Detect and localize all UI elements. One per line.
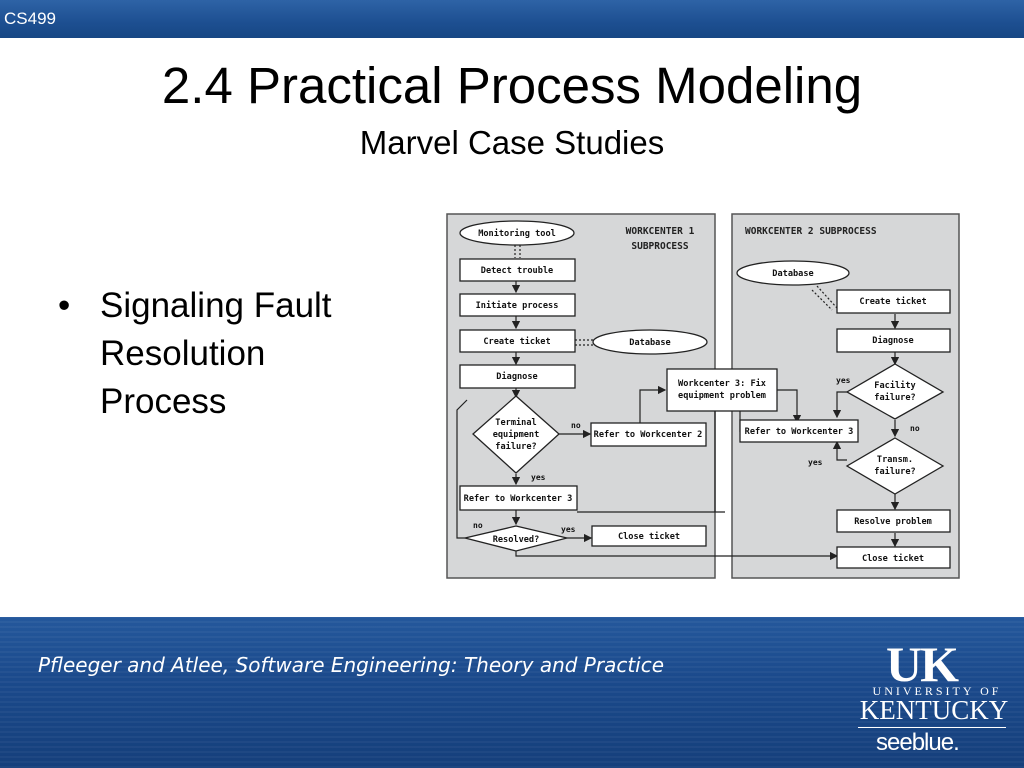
detect-trouble-node (459, 258, 576, 282)
resolve-problem-label: Resolve problem (854, 517, 932, 527)
diagnose-node (459, 364, 576, 389)
close-ticket-label: Close ticket (618, 531, 680, 542)
facility-failure-decision (845, 363, 945, 420)
bullet-dot: • (58, 286, 71, 325)
create-ticket-label-2: Create ticket (859, 296, 926, 307)
close-ticket-label-2: Close ticket (862, 553, 924, 564)
bullet-text: Signaling Fault Resolution Process (100, 286, 332, 421)
facility-label-1: Facility (874, 380, 915, 391)
monitoring-tool-node (459, 220, 575, 246)
terminal-label-2: equipment (493, 429, 540, 440)
seeblue-logo: seeblue. (876, 729, 960, 756)
slide-subtitle: Marvel Case Studies (359, 124, 665, 161)
database-label: Database (629, 338, 670, 348)
initiate-process-node (459, 293, 576, 317)
edge-label-no-terminal: no (571, 421, 581, 430)
resolved-label: Resolved? (493, 535, 540, 545)
facility-label-2: failure? (874, 392, 915, 403)
citation: Pfleeger and Atlee, Software Engineering… (38, 653, 665, 677)
transm-label-2: failure? (874, 466, 915, 477)
database-node-2 (736, 260, 850, 286)
course-code: CS499 (4, 9, 56, 28)
slide-title: 2.4 Practical Process Modeling (161, 57, 863, 114)
uk-logo-university-of: UNIVERSITY OF (872, 684, 1002, 698)
edge-label-yes-resolved: yes (561, 525, 576, 534)
uk-logo-kentucky: KENTUCKY (859, 695, 1009, 725)
database-label-2: Database (772, 269, 813, 279)
edge-label-yes-transm: yes (808, 458, 823, 467)
footer-bar: Pfleeger and Atlee, Software Engineering… (0, 617, 1024, 768)
diagnose-label: Diagnose (496, 371, 537, 382)
uk-logo-mark: UK (886, 636, 959, 692)
create-ticket-node-2 (836, 289, 951, 314)
refer-workcenter-2-node (590, 422, 707, 447)
diagnose-label-2: Diagnose (872, 335, 913, 346)
wc1-label-line2: SUBPROCESS (631, 241, 688, 252)
wc3-fix-label-1: Workcenter 3: Fix (678, 378, 766, 389)
wc2-label: WORKCENTER 2 SUBPROCESS (745, 226, 877, 237)
transmission-failure-decision (845, 437, 945, 495)
close-ticket-node-2 (836, 546, 951, 569)
terminal-failure-decision (472, 395, 560, 474)
create-ticket-node (459, 329, 576, 353)
resolved-decision (464, 525, 568, 552)
create-ticket-label: Create ticket (483, 336, 550, 347)
edge-label-no-resolved: no (473, 521, 483, 530)
top-bar: CS499 (0, 0, 1024, 38)
bullet-list: • Signaling Fault Resolution Process (58, 282, 398, 426)
process-diagram: WORKCENTER 1 SUBPROCESS WORKCENTER 2 SUB… (446, 213, 960, 579)
wc3-fix-label-2: equipment problem (678, 390, 766, 401)
monitoring-tool-label: Monitoring tool (478, 228, 556, 239)
terminal-label-3: failure? (495, 441, 536, 452)
close-ticket-node (591, 525, 707, 547)
wc1-label-line1: WORKCENTER 1 (626, 226, 695, 237)
transm-label-1: Transm. (877, 455, 913, 465)
refer-wc3-label-2: Refer to Workcenter 3 (745, 427, 854, 437)
refer-wc2-label: Refer to Workcenter 2 (594, 430, 703, 440)
initiate-process-label: Initiate process (476, 300, 559, 311)
terminal-label-1: Terminal (495, 417, 536, 428)
refer-workcenter-3-node-2 (739, 419, 859, 443)
bullet-item: • Signaling Fault Resolution Process (58, 282, 398, 426)
edge-label-yes-facility: yes (836, 376, 851, 385)
diagnose-node-2 (836, 328, 951, 353)
refer-workcenter-3-node (459, 485, 578, 511)
refer-wc3-label: Refer to Workcenter 3 (464, 494, 573, 504)
detect-trouble-label: Detect trouble (481, 266, 553, 276)
uk-logo-rule (858, 727, 1006, 728)
workcenter-3-fix-node (666, 368, 778, 412)
database-node (592, 329, 708, 355)
resolve-problem-node (836, 509, 951, 533)
edge-label-no-facility: no (910, 424, 920, 433)
edge-label-yes-terminal: yes (531, 473, 546, 482)
